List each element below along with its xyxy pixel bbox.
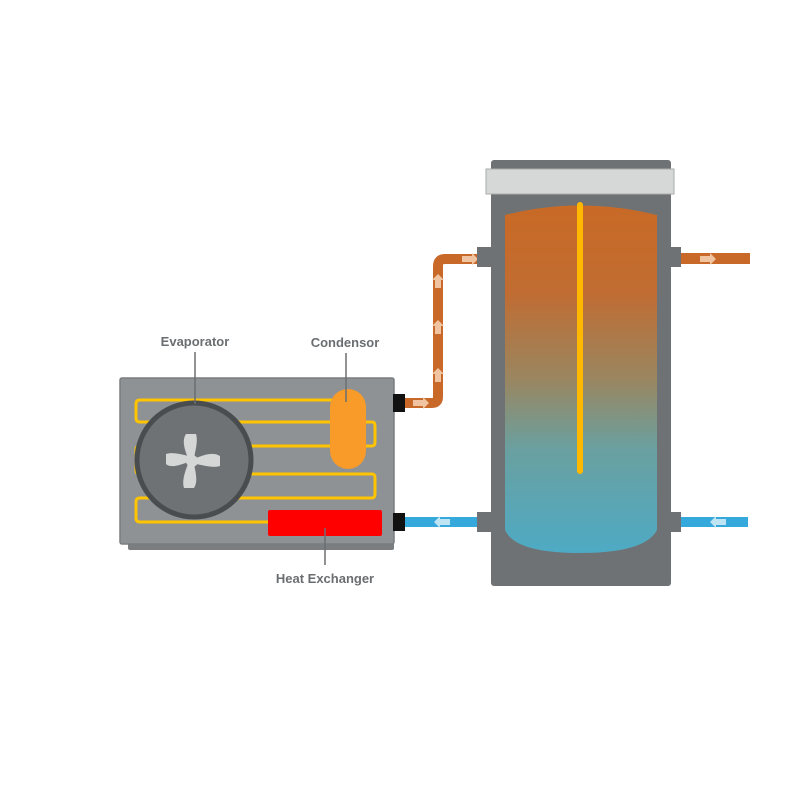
hot-outlet-pipe (670, 253, 750, 265)
fan (134, 400, 254, 520)
flow-arrow-right-icon (700, 253, 716, 265)
hot-supply-pipe (405, 253, 480, 409)
cold-connector (393, 513, 405, 531)
flow-arrow-left-icon (434, 516, 450, 528)
flow-arrows-icon (413, 253, 478, 409)
heat-pump-unit (119, 377, 405, 550)
heat-exchanger (268, 510, 382, 536)
fan-blades-icon (166, 434, 220, 488)
water-tank (477, 160, 681, 586)
condensor-label: Condensor (311, 335, 380, 350)
tank-cap (485, 168, 675, 195)
heat-exchanger-label: Heat Exchanger (276, 571, 374, 586)
tank-port (671, 512, 681, 532)
labels: Evaporator Condensor Heat Exchanger (161, 334, 380, 586)
cold-return-pipe (405, 516, 481, 528)
hot-connector (393, 394, 405, 412)
tank-port (477, 247, 491, 267)
heater-rod (577, 202, 583, 474)
condensor (330, 389, 366, 469)
tank-port (477, 512, 491, 532)
evaporator-label: Evaporator (161, 334, 230, 349)
tank-port (671, 247, 681, 267)
cold-inlet-pipe (670, 516, 748, 528)
flow-arrow-left-icon (710, 516, 726, 528)
